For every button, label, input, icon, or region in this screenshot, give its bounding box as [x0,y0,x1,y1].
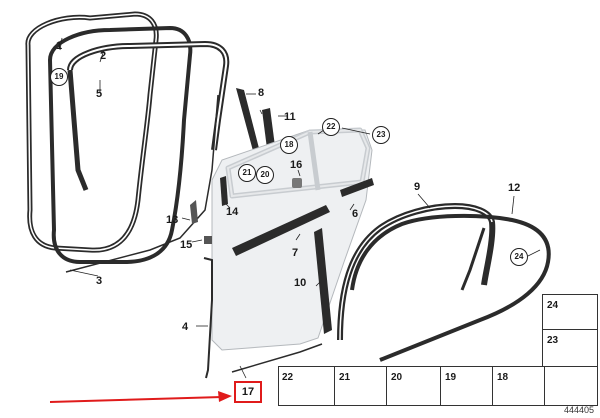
fastener-label-18: 18 [497,372,509,383]
callout-10: 10 [294,277,307,289]
fastener-cell-20: 20 [386,367,440,405]
bracket-14 [220,176,228,206]
fastener-cell-18: 18 [492,367,544,405]
fastener-cell-24: 24 [542,294,598,330]
callout-9: 9 [414,181,421,193]
highlight-arrow [49,396,223,403]
door-seal-2 [48,26,193,264]
callout-7: 7 [292,247,299,259]
callout-1: 1 [56,40,63,52]
sill-seal-17 [231,343,323,373]
circled-callout-21: 21 [238,164,256,182]
callout-4: 4 [182,321,189,333]
fastener-cell-symbol [544,367,598,405]
fastener-label-23: 23 [547,335,559,346]
belt-strip-6 [340,178,374,197]
frame-seal-12 [350,213,551,362]
circled-callout-19: 19 [50,68,68,86]
fastener-label-22: 22 [282,372,294,383]
fastener-cell-22: 22 [278,367,334,405]
callout-3: 3 [96,275,103,287]
fastener-cell-23: 23 [542,329,598,367]
callout-6: 6 [352,208,359,220]
seal-strip-4 [203,257,213,379]
trim-strip-8 [236,88,262,162]
circled-callout-24: 24 [510,248,528,266]
circled-callout-20: 20 [256,166,274,184]
circled-callout-22: 22 [322,118,340,136]
lower-seal-3 [65,94,219,273]
circled-callout-23: 23 [372,126,390,144]
callout-16: 16 [290,159,303,171]
callout-15: 15 [180,239,193,251]
pillar-trim-10 [314,228,332,334]
belt-strip-7 [232,205,330,256]
circled-callout-18: 18 [280,136,298,154]
callout-11: 11 [284,111,296,123]
fastener-label-24: 24 [547,300,559,311]
fastener-table: 22 21 20 19 18 [278,366,598,406]
fastener-cell-21: 21 [334,367,386,405]
drawing-number: 444405 [563,405,594,415]
callout-13: 13 [166,214,179,226]
callout-8: 8 [258,87,265,99]
clip-16 [292,178,302,188]
fastener-label-21: 21 [339,372,351,383]
fastener-cell-19: 19 [440,367,492,405]
bracket-15 [204,236,212,244]
fastener-label-19: 19 [445,372,457,383]
callout-5: 5 [96,88,103,100]
callout-2: 2 [100,50,107,62]
callout-12: 12 [508,182,521,194]
callout-14: 14 [226,206,239,218]
callout-17: 17 [241,386,255,398]
bracket-13 [190,200,198,224]
fastener-label-20: 20 [391,372,403,383]
highlighted-callout-17: 17 [234,381,262,403]
